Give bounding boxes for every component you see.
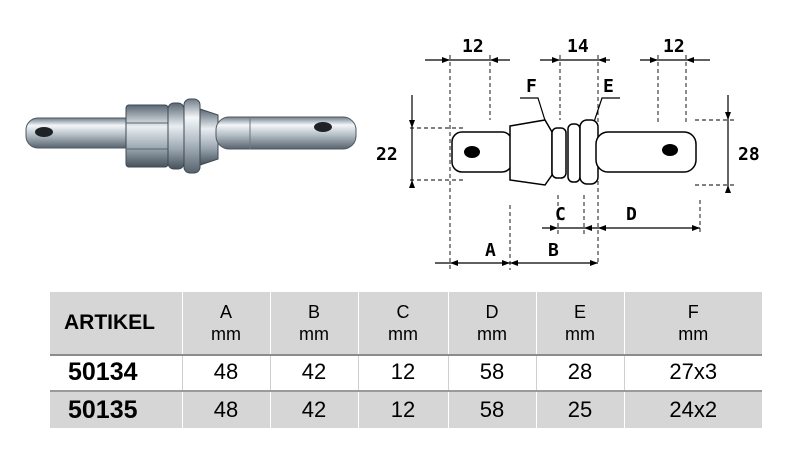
cell-e: 25 bbox=[535, 391, 624, 428]
cell-b: 42 bbox=[269, 391, 358, 428]
pin-collar bbox=[199, 108, 219, 166]
hex-nut bbox=[125, 104, 169, 168]
cell-e: 28 bbox=[535, 354, 624, 392]
cell-a: 48 bbox=[181, 391, 270, 428]
dim-top-left: 12 bbox=[462, 36, 484, 57]
dim-left-height: 22 bbox=[376, 144, 398, 165]
pin-hole-right bbox=[314, 122, 332, 132]
cell-d: 58 bbox=[447, 354, 536, 392]
header-artikel: ARTIKEL bbox=[50, 292, 182, 354]
cell-artikel: 50134 bbox=[50, 354, 182, 392]
dim-right-height: 28 bbox=[738, 144, 760, 165]
drawing-nut bbox=[509, 119, 553, 186]
cell-f: 24x2 bbox=[623, 391, 762, 428]
label-e: E bbox=[603, 76, 614, 97]
cell-d: 58 bbox=[447, 391, 536, 428]
cell-c: 12 bbox=[357, 354, 448, 392]
drawing-washer-2 bbox=[567, 123, 581, 183]
drawing-shaft-left bbox=[451, 131, 513, 173]
product-photo bbox=[25, 98, 357, 174]
drawing-hole-right bbox=[662, 144, 678, 156]
drawing-shaft-right bbox=[595, 131, 697, 173]
table-top-divider bbox=[50, 354, 762, 356]
label-c: C bbox=[555, 204, 566, 225]
table-row: 50135 48 42 12 58 25 24x2 bbox=[50, 391, 762, 428]
cell-c: 12 bbox=[357, 391, 448, 428]
dim-top-mid: 14 bbox=[567, 36, 589, 57]
technical-drawing: 12 14 12 22 28 F E C D A B bbox=[376, 36, 760, 270]
table-row: 50134 48 42 12 58 28 27x3 bbox=[50, 354, 762, 392]
drawing-washer-1 bbox=[551, 127, 567, 179]
pin-hole-left bbox=[35, 127, 53, 137]
label-b: B bbox=[548, 240, 559, 261]
drawing-hole-left bbox=[464, 146, 480, 158]
label-a: A bbox=[485, 240, 496, 261]
cell-b: 42 bbox=[269, 354, 358, 392]
label-d: D bbox=[626, 204, 637, 225]
pin-shaft-right bbox=[215, 116, 357, 150]
cell-a: 48 bbox=[181, 354, 270, 392]
label-f: F bbox=[526, 76, 537, 97]
cell-f: 27x3 bbox=[623, 354, 762, 392]
cell-artikel: 50135 bbox=[50, 391, 182, 428]
dim-top-right: 12 bbox=[663, 36, 685, 57]
flat-washer bbox=[183, 98, 201, 174]
spring-washer bbox=[167, 102, 185, 170]
